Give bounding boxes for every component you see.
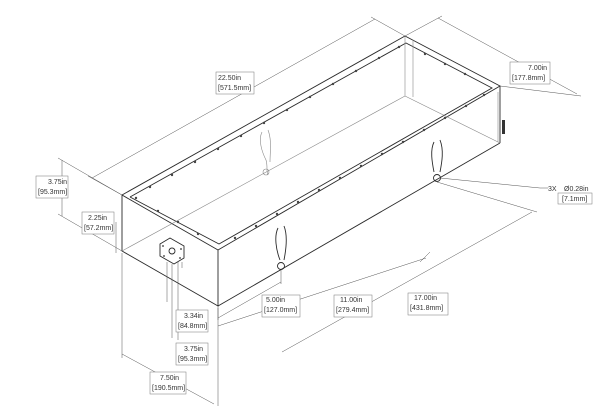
- latch-front: [275, 225, 287, 270]
- dim-offset2-inch: 11.00in: [340, 297, 363, 304]
- hole-diameter-mm: [7.1mm]: [562, 196, 587, 203]
- dim-height-total-inch: 3.75in: [48, 179, 67, 186]
- latch-left: [260, 129, 271, 176]
- dim-length-inch: 22.50in: [218, 75, 241, 82]
- dim-plate2-inch: 3.75in: [184, 346, 203, 353]
- end-flange-plate: [159, 237, 185, 265]
- hole-count: 3X: [548, 186, 557, 193]
- dim-width-mm: [177.8mm]: [512, 75, 545, 82]
- dim-plate1-inch: 3.34in: [184, 313, 203, 320]
- hole-diameter: Ø0.28in: [564, 186, 589, 193]
- latch-right: [431, 139, 443, 182]
- rivet-row-front: [134, 93, 486, 240]
- dim-height-total-mm: [95.3mm]: [38, 189, 67, 196]
- dim-end-width-mm: [190.5mm]: [152, 385, 185, 392]
- dim-offset1-mm: [127.0mm]: [264, 307, 297, 314]
- dim-height-partial-mm: [57.2mm]: [84, 225, 113, 232]
- dim-plate1-mm: [84.8mm]: [178, 323, 207, 330]
- dim-offset3-mm: [431.8mm]: [410, 305, 443, 312]
- dim-height-partial-inch: 2.25in: [88, 215, 107, 222]
- dim-offset1-inch: 5.00in: [266, 297, 285, 304]
- box-outline: [121, 35, 505, 307]
- dim-labels: 22.50in [571.5mm] 7.00in [177.8mm] 3.75i…: [35, 61, 593, 395]
- dim-offset3-inch: 17.00in: [414, 295, 437, 302]
- dim-lines: [57, 15, 582, 406]
- dim-width-inch: 7.00in: [528, 65, 547, 72]
- dim-end-width-inch: 7.50in: [160, 375, 179, 382]
- dim-plate2-mm: [95.3mm]: [178, 356, 207, 363]
- rivet-row-back: [148, 45, 467, 189]
- dim-length-mm: [571.5mm]: [218, 85, 251, 92]
- dim-offset2-mm: [279.4mm]: [336, 307, 369, 314]
